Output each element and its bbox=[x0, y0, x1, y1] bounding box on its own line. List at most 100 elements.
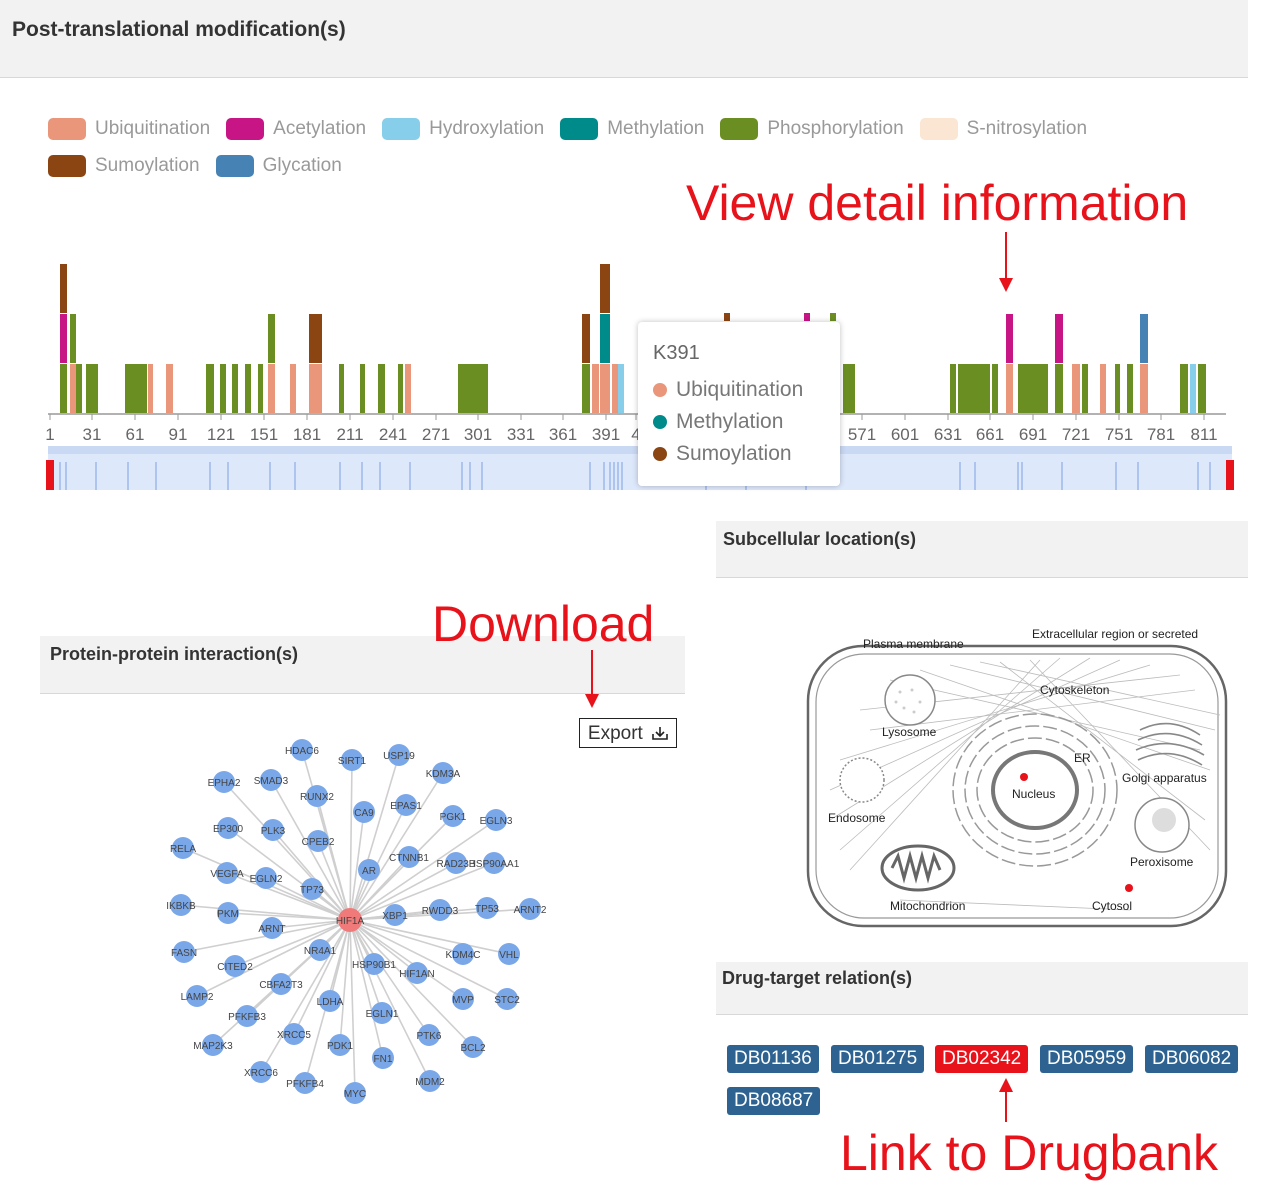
ppi-node[interactable] bbox=[255, 867, 277, 889]
ppi-node[interactable] bbox=[216, 862, 238, 884]
ptm-bar[interactable] bbox=[125, 364, 147, 413]
drug-link-db02342[interactable]: DB02342 bbox=[935, 1045, 1029, 1073]
ppi-node[interactable] bbox=[442, 805, 464, 827]
ptm-bar[interactable] bbox=[1180, 364, 1188, 413]
ppi-node[interactable] bbox=[419, 1070, 441, 1092]
ppi-node[interactable] bbox=[309, 939, 331, 961]
ptm-bar[interactable] bbox=[958, 364, 990, 413]
legend-item-sumoylation[interactable]: Sumoylation bbox=[48, 151, 200, 181]
ptm-bar[interactable] bbox=[60, 264, 67, 313]
ppi-node[interactable] bbox=[217, 902, 239, 924]
ptm-bar[interactable] bbox=[70, 364, 76, 413]
ptm-bar[interactable] bbox=[148, 364, 153, 413]
ptm-bar[interactable] bbox=[600, 264, 610, 313]
ptm-bar[interactable] bbox=[612, 364, 620, 413]
ppi-node[interactable] bbox=[406, 962, 428, 984]
drug-link-db01275[interactable]: DB01275 bbox=[831, 1045, 925, 1073]
ppi-node[interactable] bbox=[294, 1072, 316, 1094]
slider-left-handle[interactable] bbox=[46, 460, 54, 490]
ppi-node[interactable] bbox=[429, 899, 451, 921]
ppi-node[interactable] bbox=[170, 894, 192, 916]
ptm-bar[interactable] bbox=[166, 364, 173, 413]
ptm-bar[interactable] bbox=[70, 314, 76, 363]
legend-item-s-nitrosylation[interactable]: S-nitrosylation bbox=[919, 114, 1087, 144]
ppi-node[interactable] bbox=[452, 943, 474, 965]
ppi-node[interactable] bbox=[250, 1061, 272, 1083]
ptm-bar[interactable] bbox=[1055, 364, 1063, 413]
ptm-bar[interactable] bbox=[1018, 364, 1048, 413]
ppi-node[interactable] bbox=[224, 955, 246, 977]
ppi-node[interactable] bbox=[261, 917, 283, 939]
ppi-center-node[interactable] bbox=[338, 908, 362, 932]
ptm-bar[interactable] bbox=[60, 364, 67, 413]
ppi-node[interactable] bbox=[519, 898, 541, 920]
ppi-node[interactable] bbox=[498, 943, 520, 965]
ptm-bar[interactable] bbox=[582, 314, 590, 363]
ptm-bar[interactable] bbox=[1100, 364, 1106, 413]
ptm-bar[interactable] bbox=[1140, 314, 1148, 363]
ptm-bar[interactable] bbox=[220, 364, 226, 413]
ptm-bar[interactable] bbox=[843, 364, 855, 413]
ptm-bar[interactable] bbox=[1006, 364, 1013, 413]
ppi-node[interactable] bbox=[202, 1034, 224, 1056]
ptm-bar[interactable] bbox=[804, 313, 810, 321]
ptm-bar[interactable] bbox=[600, 364, 610, 413]
ppi-node[interactable] bbox=[371, 1002, 393, 1024]
ptm-bar[interactable] bbox=[950, 364, 956, 413]
ppi-node[interactable] bbox=[372, 1047, 394, 1069]
ptm-bar[interactable] bbox=[268, 314, 275, 363]
ppi-node[interactable] bbox=[173, 941, 195, 963]
ptm-bar[interactable] bbox=[258, 364, 263, 413]
ptm-bar[interactable] bbox=[309, 364, 322, 413]
ppi-node[interactable] bbox=[217, 817, 239, 839]
ppi-node[interactable] bbox=[344, 1082, 366, 1104]
ptm-bar[interactable] bbox=[1190, 364, 1196, 413]
ptm-bar[interactable] bbox=[268, 364, 275, 413]
ppi-node[interactable] bbox=[341, 749, 363, 771]
ptm-bar[interactable] bbox=[582, 364, 590, 413]
ptm-bar[interactable] bbox=[378, 364, 385, 413]
ppi-node[interactable] bbox=[384, 904, 406, 926]
ptm-bar[interactable] bbox=[1198, 364, 1206, 413]
ppi-node[interactable] bbox=[262, 819, 284, 841]
legend-item-glycation[interactable]: Glycation bbox=[215, 151, 342, 181]
ppi-node[interactable] bbox=[398, 846, 420, 868]
legend-item-hydroxylation[interactable]: Hydroxylation bbox=[382, 114, 544, 144]
ppi-node[interactable] bbox=[270, 973, 292, 995]
ptm-bar[interactable] bbox=[830, 313, 836, 321]
slider-right-handle[interactable] bbox=[1226, 460, 1234, 490]
ppi-node[interactable] bbox=[291, 739, 313, 761]
ptm-bar[interactable] bbox=[600, 314, 610, 363]
ppi-node[interactable] bbox=[236, 1005, 258, 1027]
ptm-bar[interactable] bbox=[1115, 364, 1120, 413]
ptm-bar[interactable] bbox=[76, 364, 82, 413]
ptm-bar[interactable] bbox=[1055, 314, 1063, 363]
ptm-bar[interactable] bbox=[992, 364, 998, 413]
ptm-bar[interactable] bbox=[1006, 314, 1013, 363]
ptm-bar[interactable] bbox=[592, 364, 599, 413]
ptm-bar[interactable] bbox=[309, 314, 322, 363]
ppi-node[interactable] bbox=[445, 852, 467, 874]
ppi-node[interactable] bbox=[452, 988, 474, 1010]
ptm-bar[interactable] bbox=[458, 364, 488, 413]
ppi-node[interactable] bbox=[476, 897, 498, 919]
ppi-node[interactable] bbox=[358, 859, 380, 881]
ppi-node[interactable] bbox=[329, 1034, 351, 1056]
drug-link-db06082[interactable]: DB06082 bbox=[1145, 1045, 1239, 1073]
ppi-node[interactable] bbox=[319, 990, 341, 1012]
ppi-node[interactable] bbox=[483, 852, 505, 874]
ppi-node[interactable] bbox=[353, 801, 375, 823]
ptm-bar[interactable] bbox=[398, 364, 403, 413]
ppi-node[interactable] bbox=[260, 769, 282, 791]
ppi-node[interactable] bbox=[301, 878, 323, 900]
legend-item-phosphorylation[interactable]: Phosphorylation bbox=[720, 114, 904, 144]
ptm-bar[interactable] bbox=[1127, 364, 1133, 413]
ppi-node[interactable] bbox=[388, 744, 410, 766]
ptm-bar[interactable] bbox=[86, 364, 98, 413]
ppi-node[interactable] bbox=[186, 985, 208, 1007]
ptm-bar[interactable] bbox=[206, 364, 214, 413]
drug-link-db01136[interactable]: DB01136 bbox=[727, 1045, 819, 1073]
ptm-bar[interactable] bbox=[360, 364, 365, 413]
legend-item-acetylation[interactable]: Acetylation bbox=[226, 114, 366, 144]
